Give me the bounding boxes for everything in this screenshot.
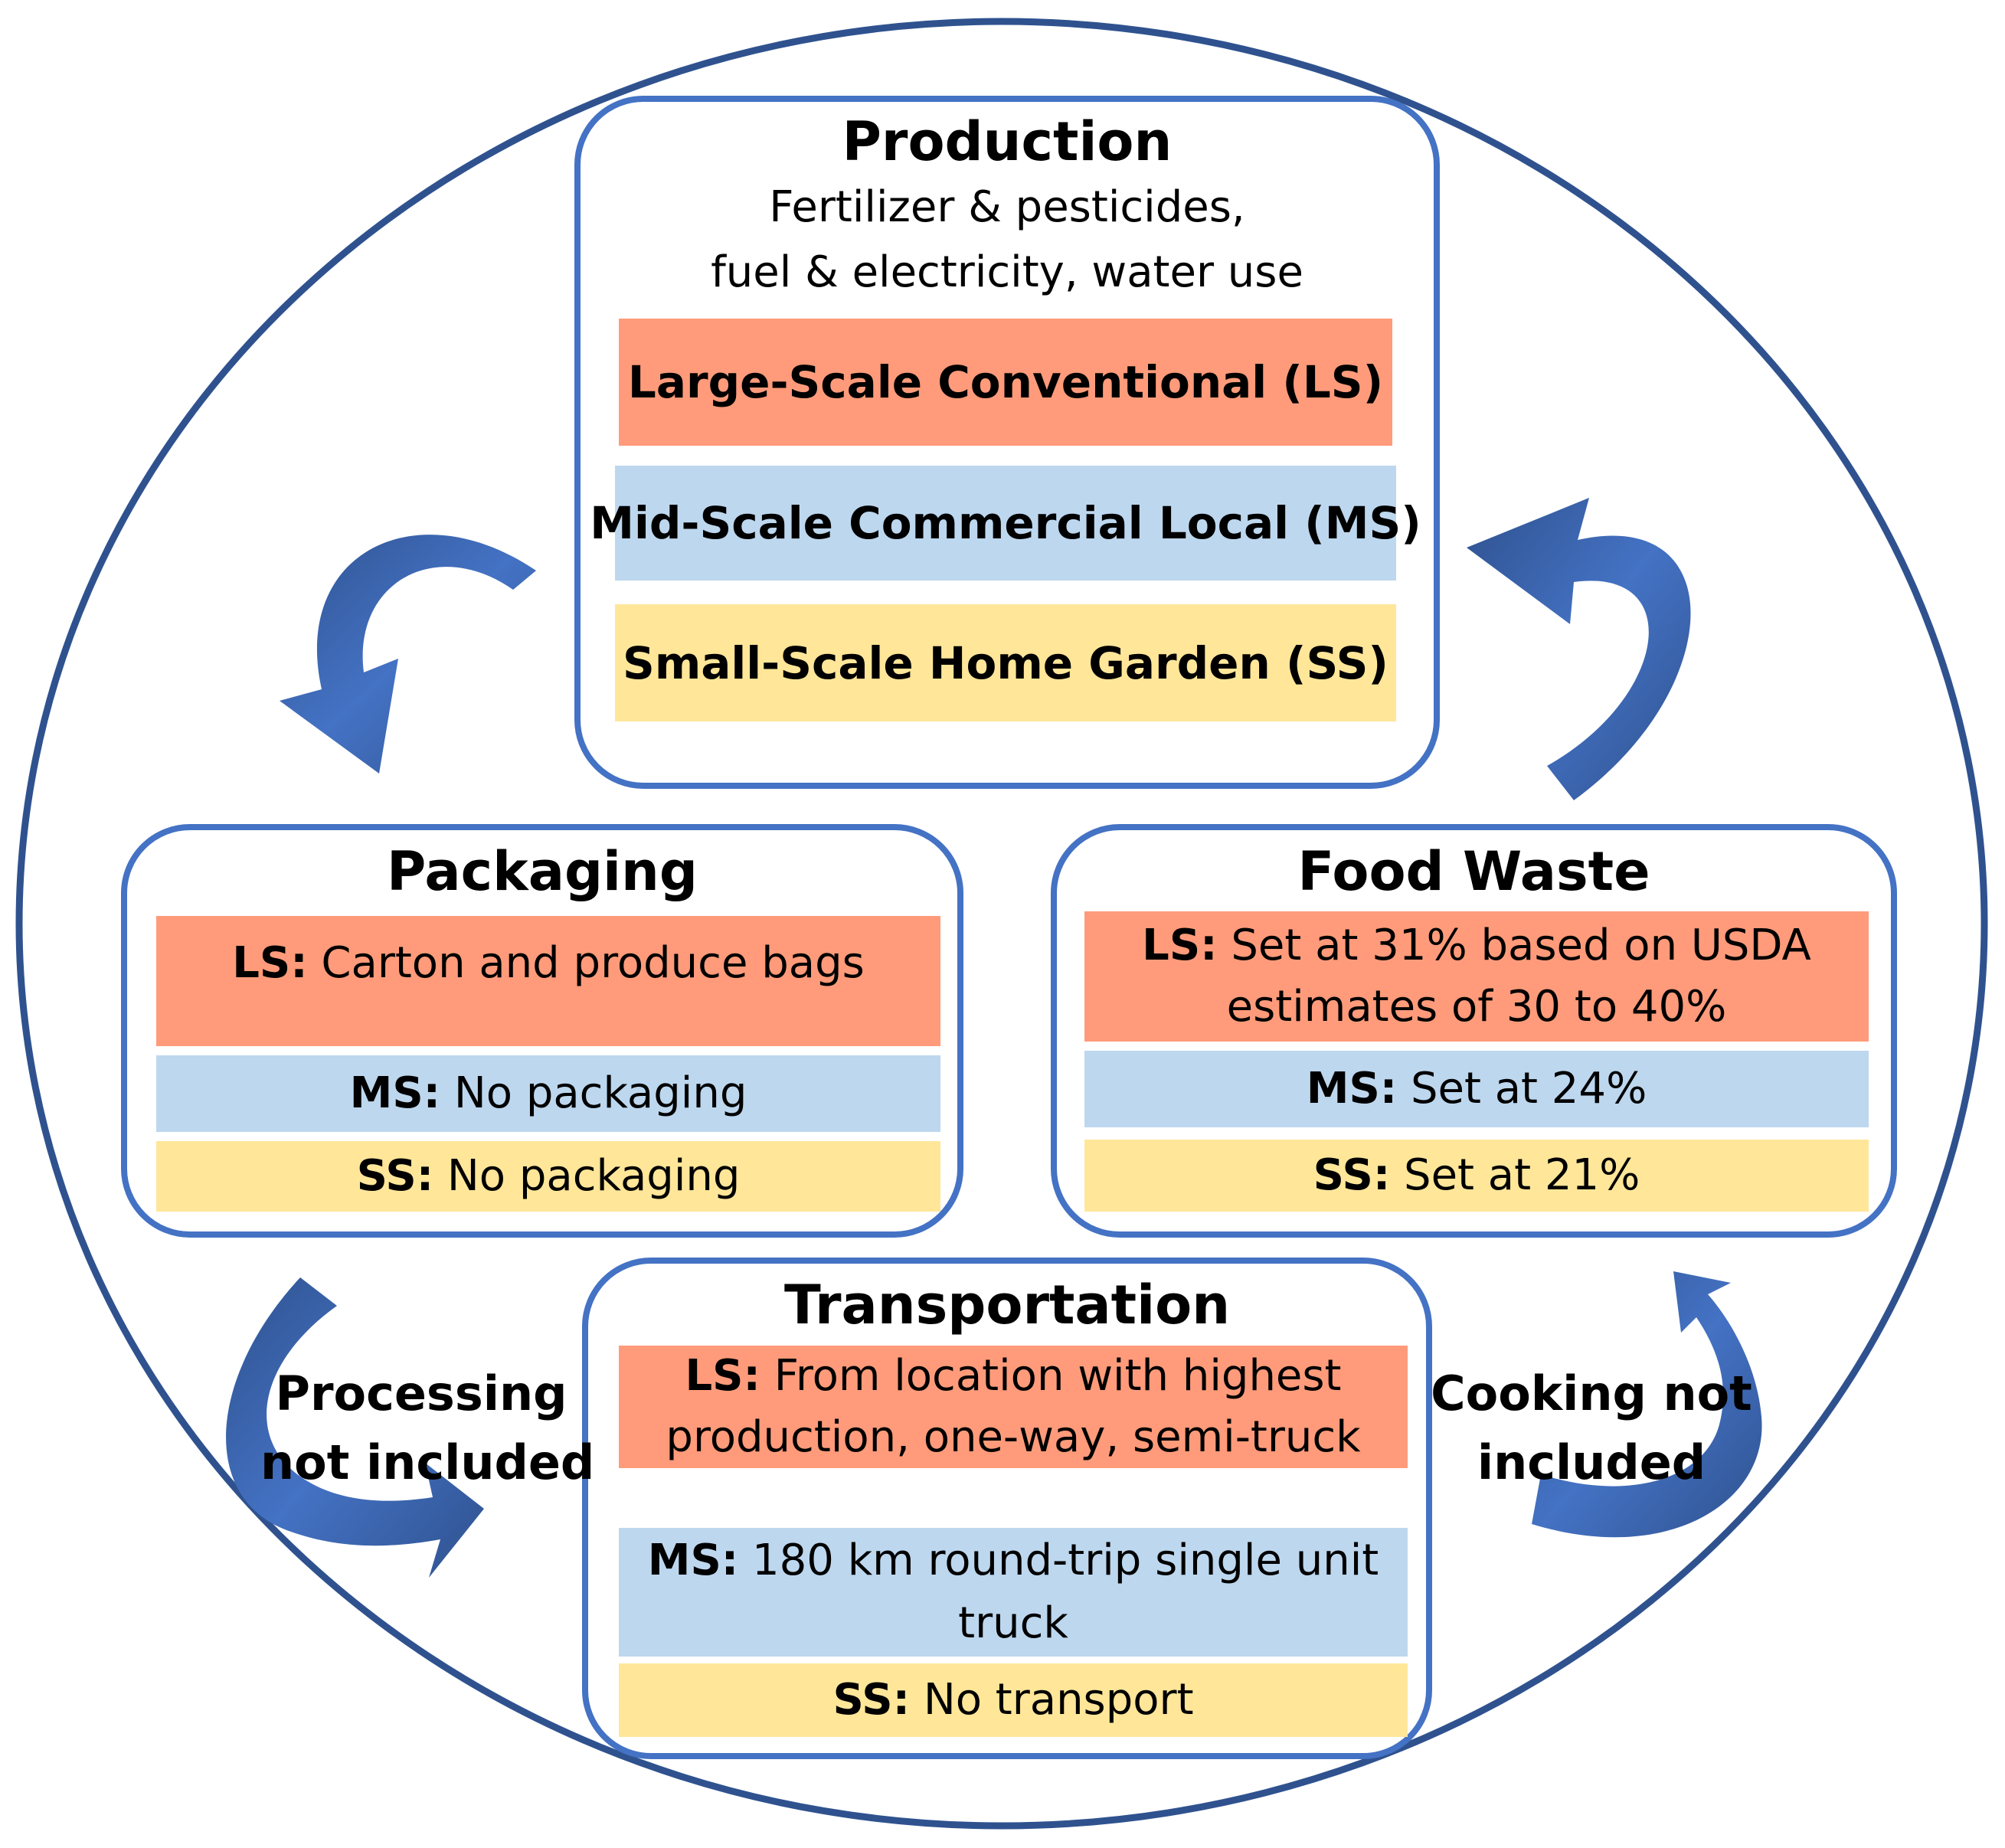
production-subtitle-line2: fuel & electricity, water use: [711, 247, 1303, 297]
packaging-ss-band: SS: No packaging: [156, 1141, 940, 1212]
cooking-note-line2: included: [1477, 1434, 1706, 1490]
transportation-ms-band: MS: 180 km round-trip single unit truck: [619, 1528, 1408, 1657]
transportation-ls-band: LS: From location with highest productio…: [619, 1346, 1408, 1468]
cooking-note-line1: Cooking not: [1431, 1366, 1752, 1421]
transportation-ms-key: MS:: [647, 1536, 739, 1585]
processing-note-line2: not included: [260, 1434, 595, 1490]
food-waste-ss-band: SS: Set at 21%: [1084, 1140, 1869, 1212]
food-waste-ss-key: SS:: [1313, 1150, 1391, 1200]
food-waste-ss-text: Set at 21%: [1390, 1150, 1640, 1200]
production-ss-label: Small-Scale Home Garden (SS): [623, 636, 1388, 689]
arrow-transportation-to-foodwaste: [1532, 1271, 1762, 1538]
packaging-ls-key: LS:: [232, 938, 308, 988]
packaging-ms-band: MS: No packaging: [156, 1055, 940, 1132]
food-waste-ls-key: LS:: [1142, 921, 1218, 970]
production-ms-label: Mid-Scale Commercial Local (MS): [590, 497, 1421, 549]
arrow-production-to-packaging: [280, 535, 536, 774]
food-waste-ms-key: MS:: [1306, 1064, 1398, 1114]
transportation-title: Transportation: [783, 1274, 1231, 1336]
processing-note-line1: Processing: [275, 1366, 567, 1421]
processing-note: Processing not included: [260, 1359, 595, 1497]
food-waste-ms-band: MS: Set at 24%: [1084, 1051, 1869, 1127]
transportation-ss-text: No transport: [910, 1675, 1194, 1725]
packaging-ss-text: No packaging: [433, 1151, 741, 1201]
arrow-packaging-to-transportation: [226, 1277, 484, 1578]
food-waste-stage: Food Waste LS: Set at 31% based on USDA …: [1051, 824, 1897, 1238]
production-stage: Production Fertilizer & pesticides, fuel…: [574, 96, 1440, 789]
production-ls-label: Large-Scale Conventional (LS): [627, 356, 1384, 408]
food-waste-ms-text: Set at 24%: [1397, 1064, 1647, 1114]
packaging-ls-band: LS: Carton and produce bags: [156, 916, 940, 1046]
packaging-title: Packaging: [387, 840, 698, 903]
packaging-ss-key: SS:: [356, 1151, 434, 1201]
transportation-ms-text2: truck: [958, 1598, 1068, 1648]
packaging-ms-key: MS:: [349, 1068, 441, 1118]
food-waste-title: Food Waste: [1297, 840, 1650, 903]
food-waste-ls-band: LS: Set at 31% based on USDA estimates o…: [1084, 911, 1869, 1042]
production-title: Production: [842, 110, 1173, 173]
food-waste-ls-text2: estimates of 30 to 40%: [1226, 982, 1727, 1032]
transportation-ss-key: SS:: [832, 1675, 911, 1725]
arrow-foodwaste-to-production: [1467, 498, 1691, 800]
packaging-ls-text: Carton and produce bags: [307, 938, 865, 988]
packaging-ms-text: No packaging: [440, 1068, 747, 1118]
transportation-ls-text1: From location with highest: [760, 1351, 1342, 1401]
cooking-note: Cooking not included: [1431, 1359, 1752, 1497]
production-ms-band: Mid-Scale Commercial Local (MS): [590, 466, 1421, 581]
transportation-ls-key: LS:: [685, 1351, 760, 1401]
production-ss-band: Small-Scale Home Garden (SS): [615, 604, 1396, 721]
transportation-ls-text2: production, one-way, semi-truck: [666, 1412, 1361, 1462]
transportation-stage: Transportation LS: From location with hi…: [582, 1258, 1432, 1759]
outer-circle: [15, 18, 1988, 1830]
production-ls-band: Large-Scale Conventional (LS): [619, 319, 1392, 446]
transportation-ms-text1: 180 km round-trip single unit: [738, 1536, 1379, 1585]
packaging-stage: Packaging LS: Carton and produce bags MS…: [121, 824, 963, 1238]
food-waste-ls-text1: Set at 31% based on USDA: [1217, 921, 1811, 970]
production-subtitle-line1: Fertilizer & pesticides,: [769, 182, 1245, 232]
transportation-ss-band: SS: No transport: [619, 1663, 1408, 1737]
